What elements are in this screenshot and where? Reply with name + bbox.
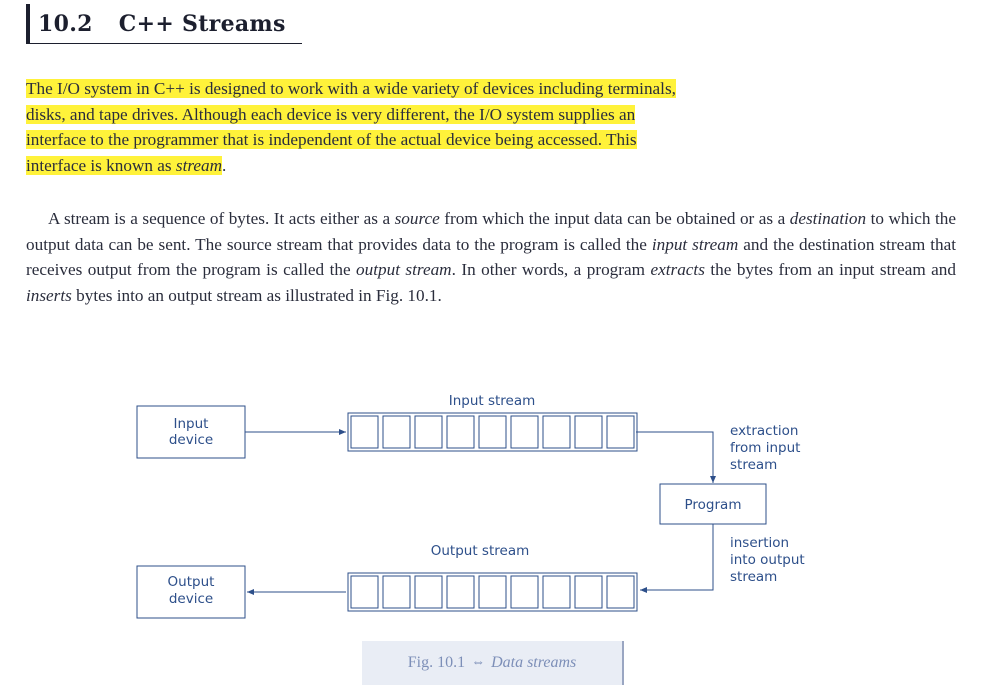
figure-title: Data streams	[491, 654, 577, 671]
input-stream-cell	[606, 415, 635, 449]
data-streams-diagram: Input device Output device Input stream …	[136, 393, 805, 619]
input-stream-label: Input stream	[449, 393, 536, 409]
svg-text:stream: stream	[730, 569, 777, 585]
input-stream-cells	[347, 412, 638, 452]
figure-number: Fig. 10.1	[407, 654, 466, 671]
output-stream-label: Output stream	[431, 543, 530, 559]
highlight-line-1: The I/O system in C++ is designed to wor…	[26, 79, 676, 98]
input-stream-cell-frame	[347, 412, 638, 452]
svg-text:from input: from input	[730, 440, 800, 456]
output-stream-cell	[574, 575, 603, 609]
section-number: 10.2	[38, 10, 93, 37]
svg-text:stream: stream	[730, 457, 777, 473]
section-heading: 10.2 C++ Streams	[26, 4, 302, 44]
input-stream-cell	[414, 415, 443, 449]
output-device-label: Output	[168, 574, 215, 590]
output-stream-cell-frame	[347, 572, 638, 612]
arrow-input-stream-to-program	[636, 431, 716, 483]
input-stream-cell	[350, 415, 379, 449]
highlight-line-3: interface to the programmer that is inde…	[26, 130, 637, 149]
input-stream-cell	[446, 415, 475, 449]
arrow-program-to-output-stream	[640, 524, 714, 593]
output-stream-cell	[510, 575, 539, 609]
figure-caption: Fig. 10.1 ⇔ Data streams	[362, 641, 624, 685]
highlight-line-4: interface is known as stream	[26, 155, 223, 175]
program-label: Program	[685, 497, 742, 513]
highlight-line-2: disks, and tape drives. Although each de…	[26, 104, 636, 124]
input-stream-cell	[542, 415, 571, 449]
output-stream-cell	[542, 575, 571, 609]
output-stream-cells	[347, 572, 638, 612]
output-stream-cell	[350, 575, 379, 609]
input-stream-cell	[574, 415, 603, 449]
bidirectional-arrow-icon: ⇔	[471, 655, 486, 670]
svg-text:into output: into output	[730, 552, 805, 568]
section-title: C++ Streams	[118, 10, 286, 37]
svg-text:device: device	[169, 432, 213, 448]
paragraph-intro: The I/O system in C++ is designed to wor…	[26, 79, 676, 175]
extraction-label: extraction	[730, 423, 798, 439]
input-stream-cell	[382, 415, 411, 449]
output-device-box	[136, 565, 246, 619]
output-stream-cell	[478, 575, 507, 609]
insertion-label: insertion	[730, 535, 789, 551]
input-device-label: Input	[174, 416, 209, 432]
output-stream-cell	[382, 575, 411, 609]
paragraph-stream-definition: A stream is a sequence of bytes. It acts…	[26, 209, 956, 305]
input-stream-cell	[478, 415, 507, 449]
svg-text:device: device	[169, 591, 213, 607]
input-stream-cell	[510, 415, 539, 449]
output-stream-cell	[606, 575, 635, 609]
output-stream-cell	[414, 575, 443, 609]
output-stream-cell	[446, 575, 475, 609]
